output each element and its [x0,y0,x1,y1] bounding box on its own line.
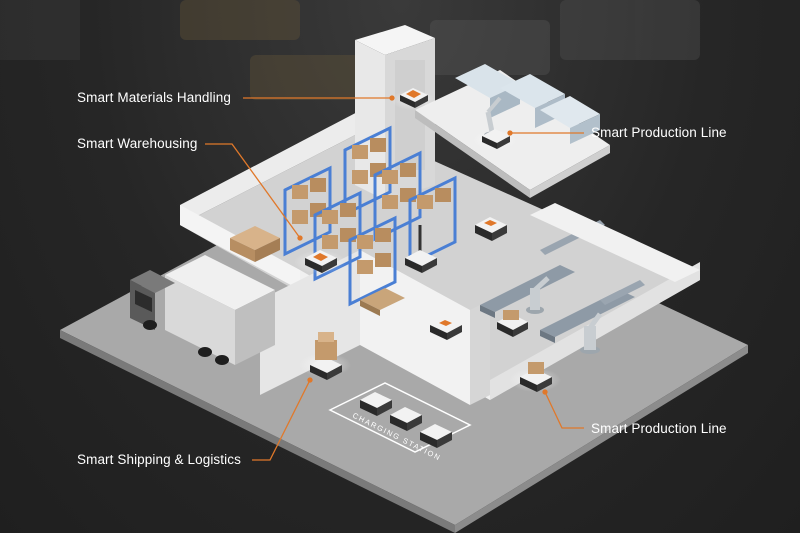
robot-elevator [391,88,435,110]
production-conveyors [480,96,700,354]
robot-charging-3 [420,424,452,448]
truck [130,255,275,365]
rack-5 [348,215,397,307]
callout-lines [205,95,584,461]
callout-smart-materials-handling: Smart Materials Handling [77,90,231,105]
pallet-stack [360,288,405,316]
mezzanine [415,64,610,198]
rack-6 [408,175,457,267]
robot-charging-1 [360,392,392,416]
callout-line-production-bottom [544,391,584,429]
elevator-tower [355,25,435,200]
robot-warehouse-1 [294,250,346,274]
robot-charging-2 [390,407,422,431]
callout-line-warehousing [205,143,301,239]
background-blur [0,0,700,100]
rack-2 [343,125,392,217]
callout-smart-production-line-top: Smart Production Line [591,125,727,140]
robot-floor-1 [430,317,462,340]
robot-production-2 [509,362,561,392]
callout-line-shipping [252,379,311,461]
agv-robots [294,88,561,448]
robot-arm-1 [526,276,550,314]
robot-production-1 [497,310,528,337]
callout-smart-shipping-logistics: Smart Shipping & Logistics [77,452,241,467]
robot-arm-2 [580,312,603,354]
floor-boxes [230,226,280,262]
warehouse-racks [230,125,457,316]
robot-shipping [299,332,351,380]
callout-smart-warehousing: Smart Warehousing [77,136,198,151]
robot-lift [405,225,437,273]
robot-mezzanine [473,129,517,150]
robot-warehouse-2 [475,217,507,241]
callout-smart-production-line-bottom: Smart Production Line [591,421,727,436]
